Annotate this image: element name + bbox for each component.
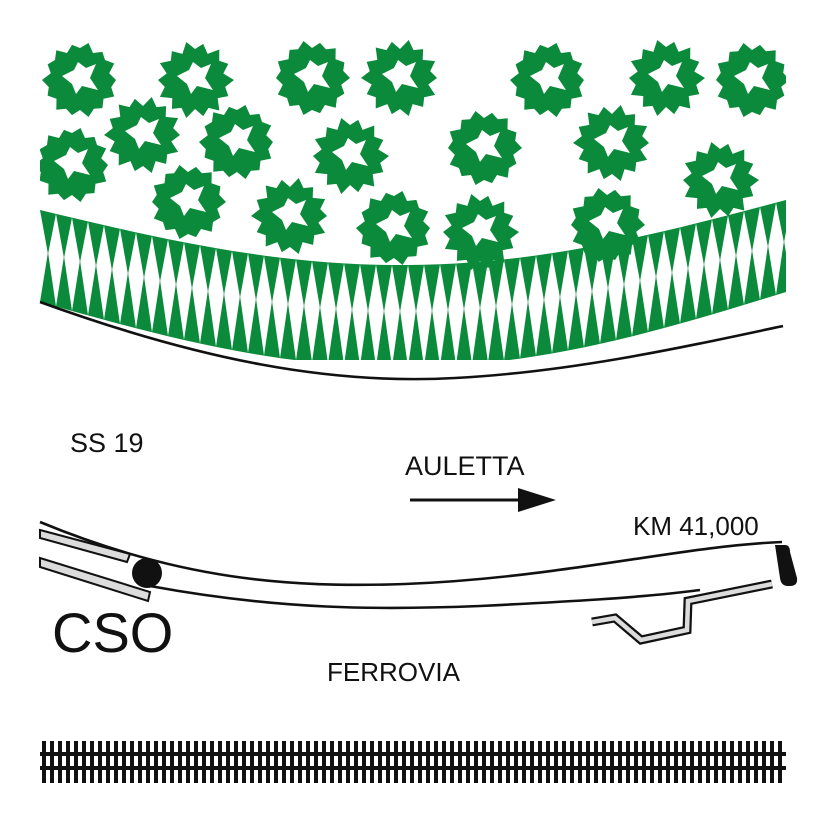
tree-icon bbox=[629, 40, 705, 116]
embankment-line bbox=[39, 300, 784, 381]
tree-icon bbox=[361, 40, 437, 116]
tree-icon bbox=[313, 118, 389, 194]
tree-icon bbox=[158, 42, 234, 118]
barrier-right-inner bbox=[591, 581, 773, 643]
dot-icon bbox=[132, 558, 162, 588]
terminal-post bbox=[775, 545, 798, 586]
tree-icon bbox=[152, 165, 226, 239]
tree-icon bbox=[573, 105, 649, 181]
tree-icon bbox=[683, 142, 759, 218]
tree-icon bbox=[356, 191, 430, 265]
tree-icon bbox=[199, 105, 273, 179]
tree-icon bbox=[40, 128, 108, 202]
road-label: SS 19 bbox=[70, 428, 144, 458]
tree-icon bbox=[443, 194, 519, 270]
railway-track bbox=[40, 741, 786, 783]
road-edge-top bbox=[39, 520, 783, 587]
road-edge-bottom bbox=[149, 584, 701, 610]
tree-icon bbox=[716, 43, 786, 117]
hedge-strip bbox=[40, 199, 786, 360]
guardrail-left-upper bbox=[39, 528, 132, 564]
tree-icon bbox=[448, 111, 522, 185]
guardrail-left-lower bbox=[39, 556, 152, 603]
tree-icon bbox=[42, 43, 116, 117]
km-label: KM 41,000 bbox=[633, 511, 759, 541]
direction-label: AULETTA bbox=[405, 451, 525, 481]
tree-icon bbox=[251, 178, 327, 254]
tree-group bbox=[40, 40, 786, 270]
tree-icon bbox=[510, 43, 584, 117]
arrow-right-icon bbox=[410, 488, 556, 512]
railway-label: FERROVIA bbox=[327, 657, 461, 687]
marker-label: CSO bbox=[52, 601, 173, 664]
vegetation-area bbox=[40, 40, 786, 360]
tree-icon bbox=[104, 97, 180, 173]
tree-icon bbox=[276, 41, 350, 115]
